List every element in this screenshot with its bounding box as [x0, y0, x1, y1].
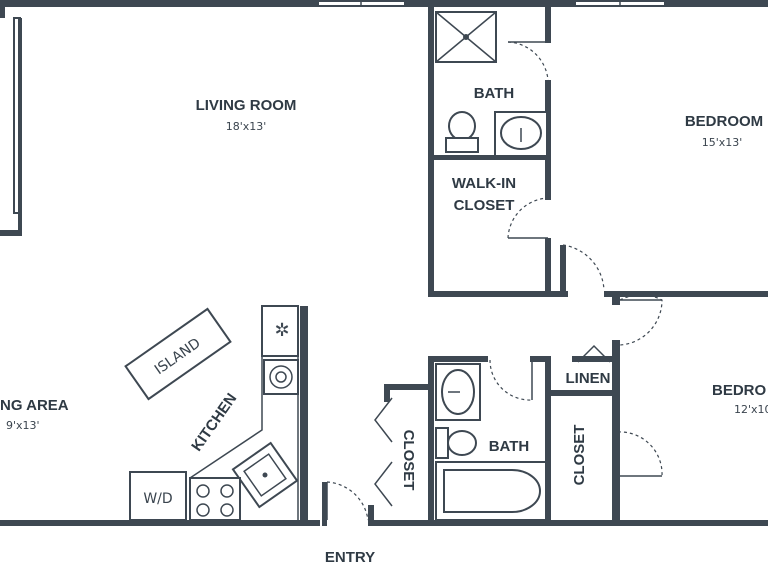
door-swings: [326, 41, 663, 521]
washer-dryer: [129, 471, 187, 521]
dishwasher-icon: [263, 359, 299, 395]
walkin-closet-line2: CLOSET: [454, 197, 515, 214]
bedroom-second-label: BEDRO: [712, 382, 767, 399]
walls: [0, 0, 768, 526]
sink-icon: [435, 363, 481, 421]
bedroom-second-dims: 12'x10: [734, 403, 768, 416]
living-room-label: LIVING ROOM: [196, 97, 297, 114]
walkin-closet-line1: WALK-IN: [452, 175, 516, 192]
kitchen-sink-icon: [231, 441, 299, 509]
room-labels: LIVING ROOM 18'x13' BEDROOM 15'x13' BEDR…: [0, 85, 768, 564]
island: [124, 307, 232, 401]
washer-dryer-label: W/D: [143, 491, 172, 507]
toilet-icon: [445, 111, 479, 153]
refrigerator-icon: ✲: [261, 305, 299, 357]
kitchen-label: KITCHEN: [188, 390, 240, 454]
bath-top-label: BATH: [474, 85, 515, 102]
bath-bottom-label: BATH: [489, 438, 530, 455]
entry-label: ENTRY: [325, 549, 375, 564]
bathtub-icon: [435, 461, 547, 521]
shower-icon: [435, 11, 497, 63]
bedroom-main-label: BEDROOM: [685, 113, 763, 130]
closet-left-label: CLOSET: [400, 430, 417, 491]
linen-label: LINEN: [566, 370, 611, 387]
stove-icon: [189, 477, 241, 521]
closet-right-label: CLOSET: [571, 425, 588, 486]
svg-text:✲: ✲: [274, 320, 289, 341]
dining-area-dims: 9'x13': [6, 419, 40, 432]
living-room-dims: 18'x13': [226, 120, 267, 133]
toilet-icon: [435, 427, 477, 459]
sink-icon: [494, 111, 548, 157]
bedroom-main-dims: 15'x13': [702, 136, 743, 149]
dining-area-label: NG AREA: [0, 397, 69, 414]
